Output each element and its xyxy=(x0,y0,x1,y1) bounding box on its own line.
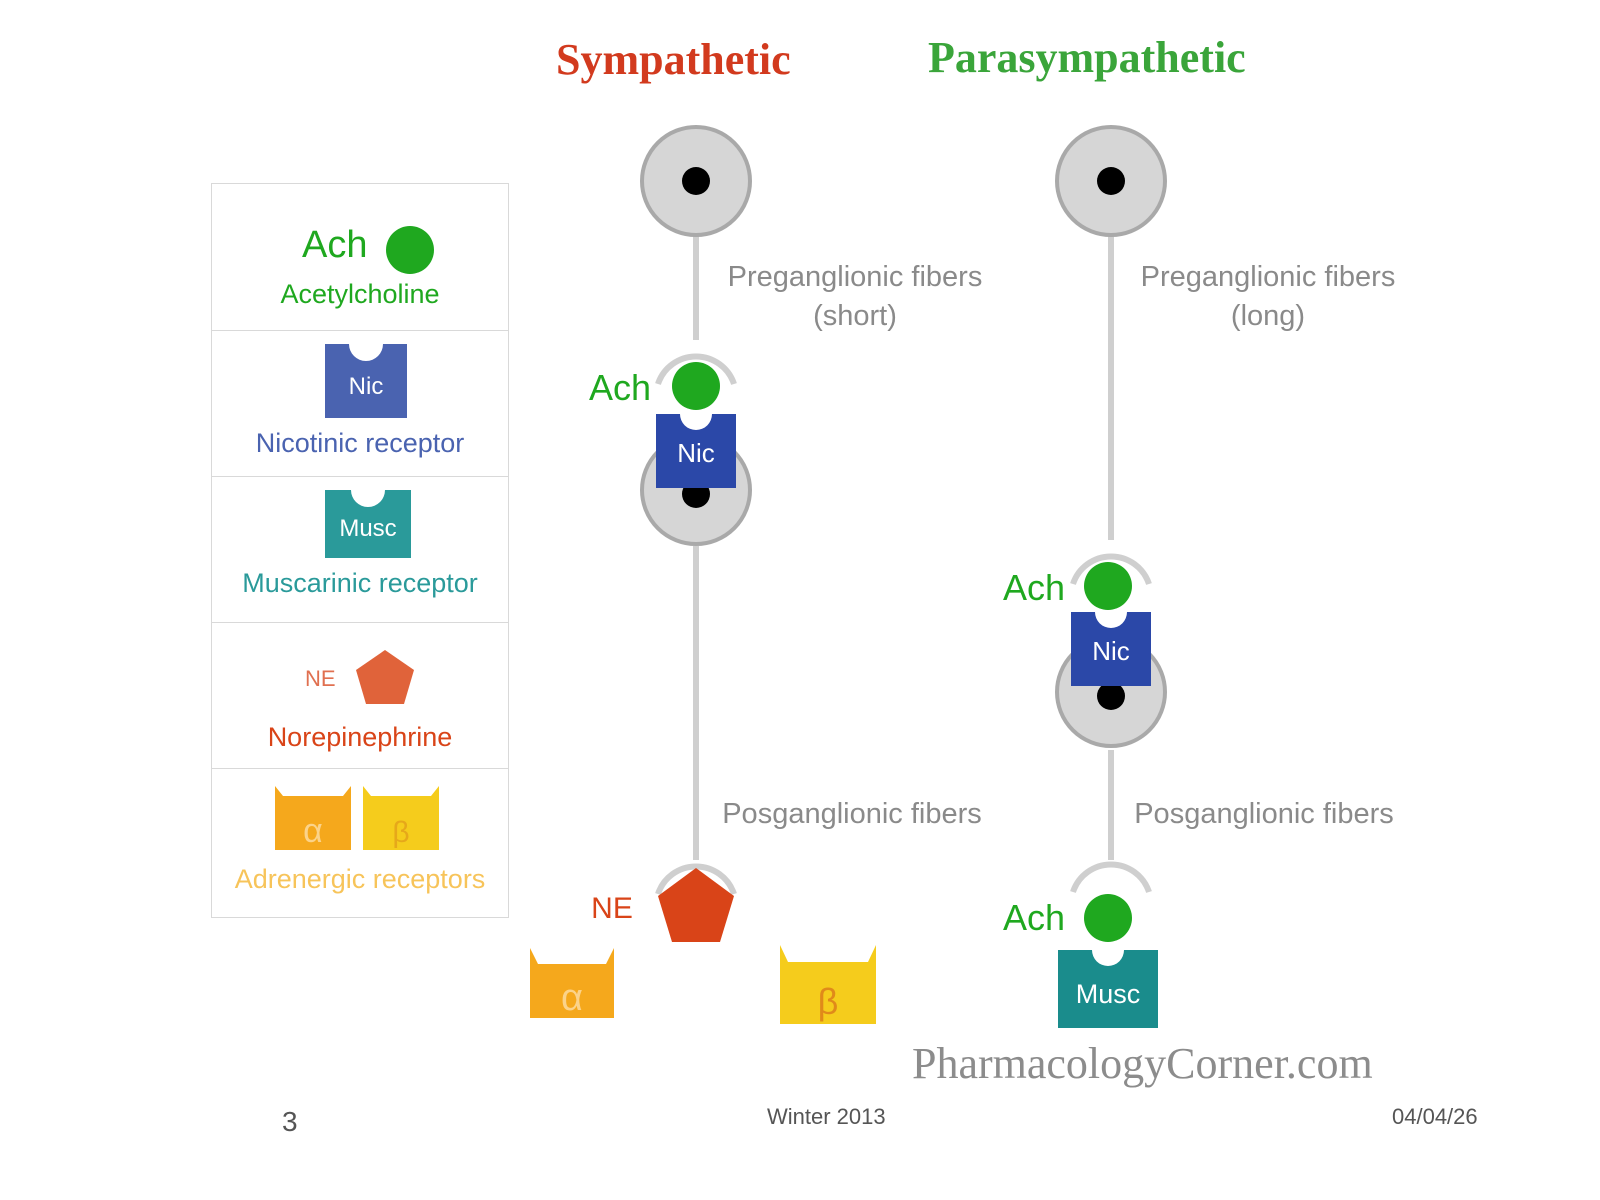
parasympathetic-preganglionic-length: (long) xyxy=(1231,300,1305,332)
parasympathetic-nic-receptor: Nic xyxy=(1071,612,1151,686)
parasympathetic-title: Parasympathetic xyxy=(928,33,1246,82)
sympathetic-synapse1-terminal xyxy=(655,353,737,386)
sympathetic-postganglionic-label: Posganglionic fibers xyxy=(722,798,982,830)
legend-item-muscarinic: Musc Muscarinic receptor xyxy=(212,476,508,623)
legend-musc-symbol: Musc xyxy=(339,515,396,542)
parasympathetic-synapse1-transmitter: Ach xyxy=(1003,567,1065,608)
sympathetic-nic-label: Nic xyxy=(677,438,715,468)
legend-nic-name: Nicotinic receptor xyxy=(255,428,465,458)
legend-item-nicotinic: Nic Nicotinic receptor xyxy=(212,330,508,477)
sympathetic-beta-receptor: β xyxy=(780,945,876,1024)
sympathetic-title: Sympathetic xyxy=(556,35,791,84)
alpha-receptor-icon: α xyxy=(275,786,351,850)
sympathetic-synapse2-transmitter: NE xyxy=(591,892,633,925)
sympathetic-norepinephrine xyxy=(658,868,734,942)
muscarinic-receptor-icon: Musc xyxy=(325,490,411,558)
norepinephrine-icon xyxy=(356,650,414,704)
sympathetic-cell-body-1 xyxy=(640,125,752,237)
legend-ach-symbol: Ach xyxy=(302,224,368,266)
page-number: 3 xyxy=(282,1106,298,1137)
footer-center-text: Winter 2013 xyxy=(767,1104,886,1129)
sympathetic-preganglionic-label: Preganglionic fibers xyxy=(728,261,983,293)
legend-beta-symbol: β xyxy=(392,816,409,849)
parasympathetic-acetylcholine-1 xyxy=(1084,562,1132,610)
footer-date: 04/04/26 xyxy=(1392,1104,1478,1129)
sympathetic-synapse2-terminal xyxy=(655,863,737,896)
watermark: PharmacologyCorner.com xyxy=(912,1039,1373,1088)
nicotinic-receptor-icon: Nic xyxy=(325,344,407,418)
parasympathetic-musc-receptor: Musc xyxy=(1058,950,1158,1028)
parasympathetic-postganglionic-label: Posganglionic fibers xyxy=(1134,798,1394,830)
sympathetic-synapse1-transmitter: Ach xyxy=(589,367,651,408)
legend-ne-name: Norepinephrine xyxy=(267,722,453,752)
parasympathetic-cell-body-1 xyxy=(1055,125,1167,237)
parasympathetic-synapse1-terminal xyxy=(1070,553,1152,586)
sympathetic-alpha-receptor: α xyxy=(530,948,614,1019)
sympathetic-beta-label: β xyxy=(818,981,839,1022)
parasympathetic-musc-label: Musc xyxy=(1076,979,1141,1009)
parasympathetic-acetylcholine-2 xyxy=(1084,894,1132,942)
acetylcholine-icon xyxy=(386,226,434,274)
legend-musc-name: Muscarinic receptor xyxy=(242,568,478,598)
legend-alpha-symbol: α xyxy=(303,812,323,850)
legend-ne-symbol: NE xyxy=(305,666,336,691)
parasympathetic-preganglionic-label: Preganglionic fibers xyxy=(1141,261,1396,293)
parasympathetic-synapse2-terminal xyxy=(1070,861,1152,894)
sympathetic-nic-receptor: Nic xyxy=(656,414,736,488)
legend-item-acetylcholine: Ach Acetylcholine xyxy=(212,184,508,331)
legend-panel: Ach Acetylcholine Nic Nicotinic receptor… xyxy=(211,183,509,918)
legend-item-adrenergic: α β Adrenergic receptors xyxy=(212,768,508,916)
sympathetic-alpha-label: α xyxy=(561,977,583,1019)
parasympathetic-nic-label: Nic xyxy=(1092,636,1130,666)
legend-ach-name: Acetylcholine xyxy=(280,279,440,309)
legend-adrenergic-name: Adrenergic receptors xyxy=(234,864,486,894)
sympathetic-preganglionic-length: (short) xyxy=(813,300,897,332)
parasympathetic-synapse2-transmitter: Ach xyxy=(1003,897,1065,938)
beta-receptor-icon: β xyxy=(363,786,439,850)
legend-item-norepinephrine: NE Norepinephrine xyxy=(212,622,508,769)
legend-nic-symbol: Nic xyxy=(349,373,384,400)
sympathetic-acetylcholine xyxy=(672,362,720,410)
